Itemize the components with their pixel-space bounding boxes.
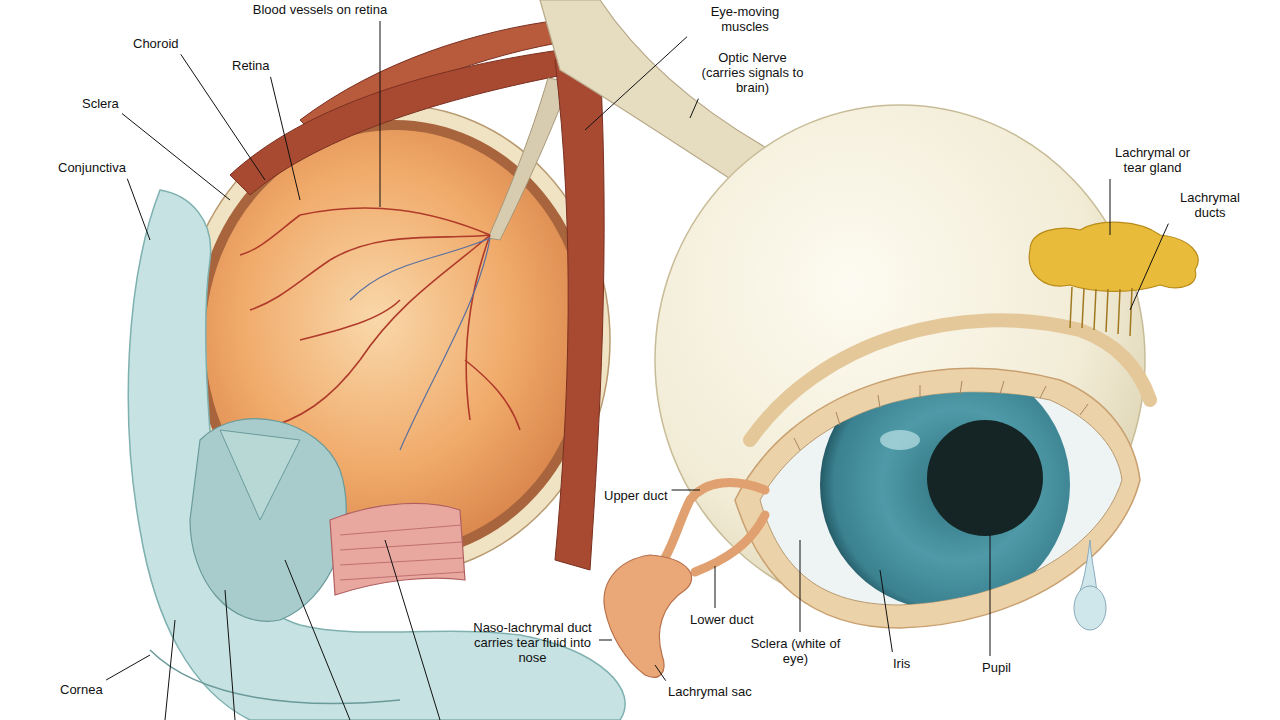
- leader-line: [690, 99, 698, 118]
- leader-line: [127, 179, 150, 240]
- part-label: Lachrymal ducts: [1170, 190, 1250, 220]
- leader-line: [990, 535, 991, 656]
- part-label: Iris: [893, 656, 910, 671]
- part-label: Sclera (white of eye): [748, 636, 843, 666]
- part-label: Retina: [232, 58, 270, 73]
- cutaway-eye: [128, 20, 625, 720]
- leader-line: [1130, 224, 1168, 310]
- leader-line: [181, 54, 265, 180]
- veins: [350, 238, 490, 450]
- leader-line: [1110, 179, 1111, 235]
- muscle: [555, 60, 604, 570]
- eyeball: [655, 105, 1145, 615]
- part-label: Optic Nerve (carries signals to brain): [700, 50, 805, 95]
- leader-line: [800, 540, 801, 632]
- leader-line: [165, 540, 440, 720]
- tear-drop: [1074, 586, 1106, 630]
- iris-section: [220, 430, 300, 520]
- external-eye: [655, 105, 1198, 630]
- optic-nerve-stem: [488, 78, 570, 240]
- retina: [205, 130, 585, 550]
- part-label: Lachrymal sac: [668, 684, 752, 699]
- highlight: [880, 430, 920, 450]
- part-label: Naso-lachrymal duct carries tear fluid i…: [470, 620, 595, 665]
- pupil: [927, 420, 1043, 536]
- leader-line: [380, 21, 381, 207]
- iris-group: [820, 360, 1070, 610]
- lachrymal-drainage: [604, 483, 765, 678]
- leader-line: [271, 77, 300, 200]
- muscle-striations: [340, 525, 464, 580]
- part-label: Conjunctiva: [58, 160, 126, 175]
- lower-duct: [695, 515, 765, 572]
- part-label: Blood vessels on retina: [250, 2, 390, 17]
- leader-line: [585, 37, 687, 130]
- blood-vessels: [240, 208, 520, 430]
- part-label: Lachrymal or tear gland: [1105, 145, 1200, 175]
- leader-line: [122, 114, 230, 201]
- leader-line: [655, 665, 666, 681]
- tear-gland: [1029, 222, 1198, 291]
- leader-line: [106, 655, 150, 680]
- lens: [190, 419, 346, 622]
- part-label: Choroid: [133, 36, 179, 51]
- conjunctiva: [128, 190, 625, 720]
- leader-line: [599, 640, 612, 641]
- iris: [820, 360, 1070, 610]
- part-label: Lower duct: [690, 612, 754, 627]
- tear-ducts: [1070, 287, 1132, 336]
- part-label: Cornea: [60, 682, 103, 697]
- leader-line: [715, 566, 716, 608]
- leader-line: [672, 490, 700, 491]
- leader-line: [880, 570, 892, 652]
- part-label: Sclera: [82, 96, 119, 111]
- upper-duct: [665, 483, 765, 558]
- part-label: Pupil: [982, 660, 1011, 675]
- part-label: Eye-moving muscles: [690, 4, 800, 34]
- lachrymal-sac: [604, 555, 692, 677]
- cornea-edge: [150, 650, 400, 703]
- part-label: Upper duct: [604, 488, 668, 503]
- eyelashes: [794, 381, 1088, 450]
